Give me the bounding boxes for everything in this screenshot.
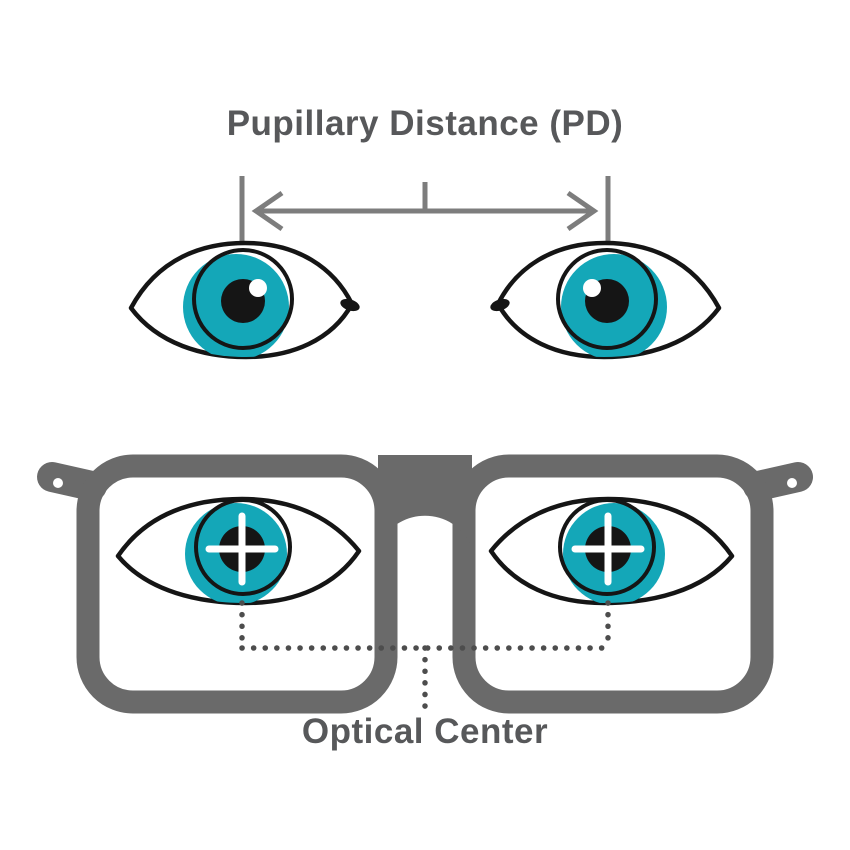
- top-right-iris-ring: [556, 248, 658, 350]
- top-right-tear-duct: [490, 298, 510, 312]
- top-right-eye: [490, 240, 722, 360]
- optical-center-leaders: [239, 600, 611, 713]
- top-left-eye: [128, 240, 360, 360]
- bottom-right-iris-ring: [558, 499, 656, 596]
- pd-arrow-left-head-icon: [251, 190, 284, 232]
- glasses-frame: [37, 454, 813, 714]
- top-right-highlight: [583, 279, 601, 297]
- right-lens: [452, 454, 774, 714]
- bottom-left-iris-ring: [194, 499, 292, 596]
- bottom-right-eye: [488, 496, 735, 606]
- bridge: [378, 455, 472, 548]
- top-left-iris-ring: [192, 248, 294, 350]
- pupillary-distance-title: Pupillary Distance (PD): [226, 104, 624, 143]
- bottom-left-eye: [115, 496, 362, 606]
- top-left-tear-duct: [340, 298, 360, 312]
- left-hinge-dot: [53, 478, 63, 488]
- pd-arrow-right-head-icon: [566, 190, 599, 232]
- right-hinge-dot: [787, 478, 797, 488]
- left-lens: [76, 454, 398, 714]
- top-left-highlight: [249, 279, 267, 297]
- optical-center-label: Optical Center: [301, 712, 549, 751]
